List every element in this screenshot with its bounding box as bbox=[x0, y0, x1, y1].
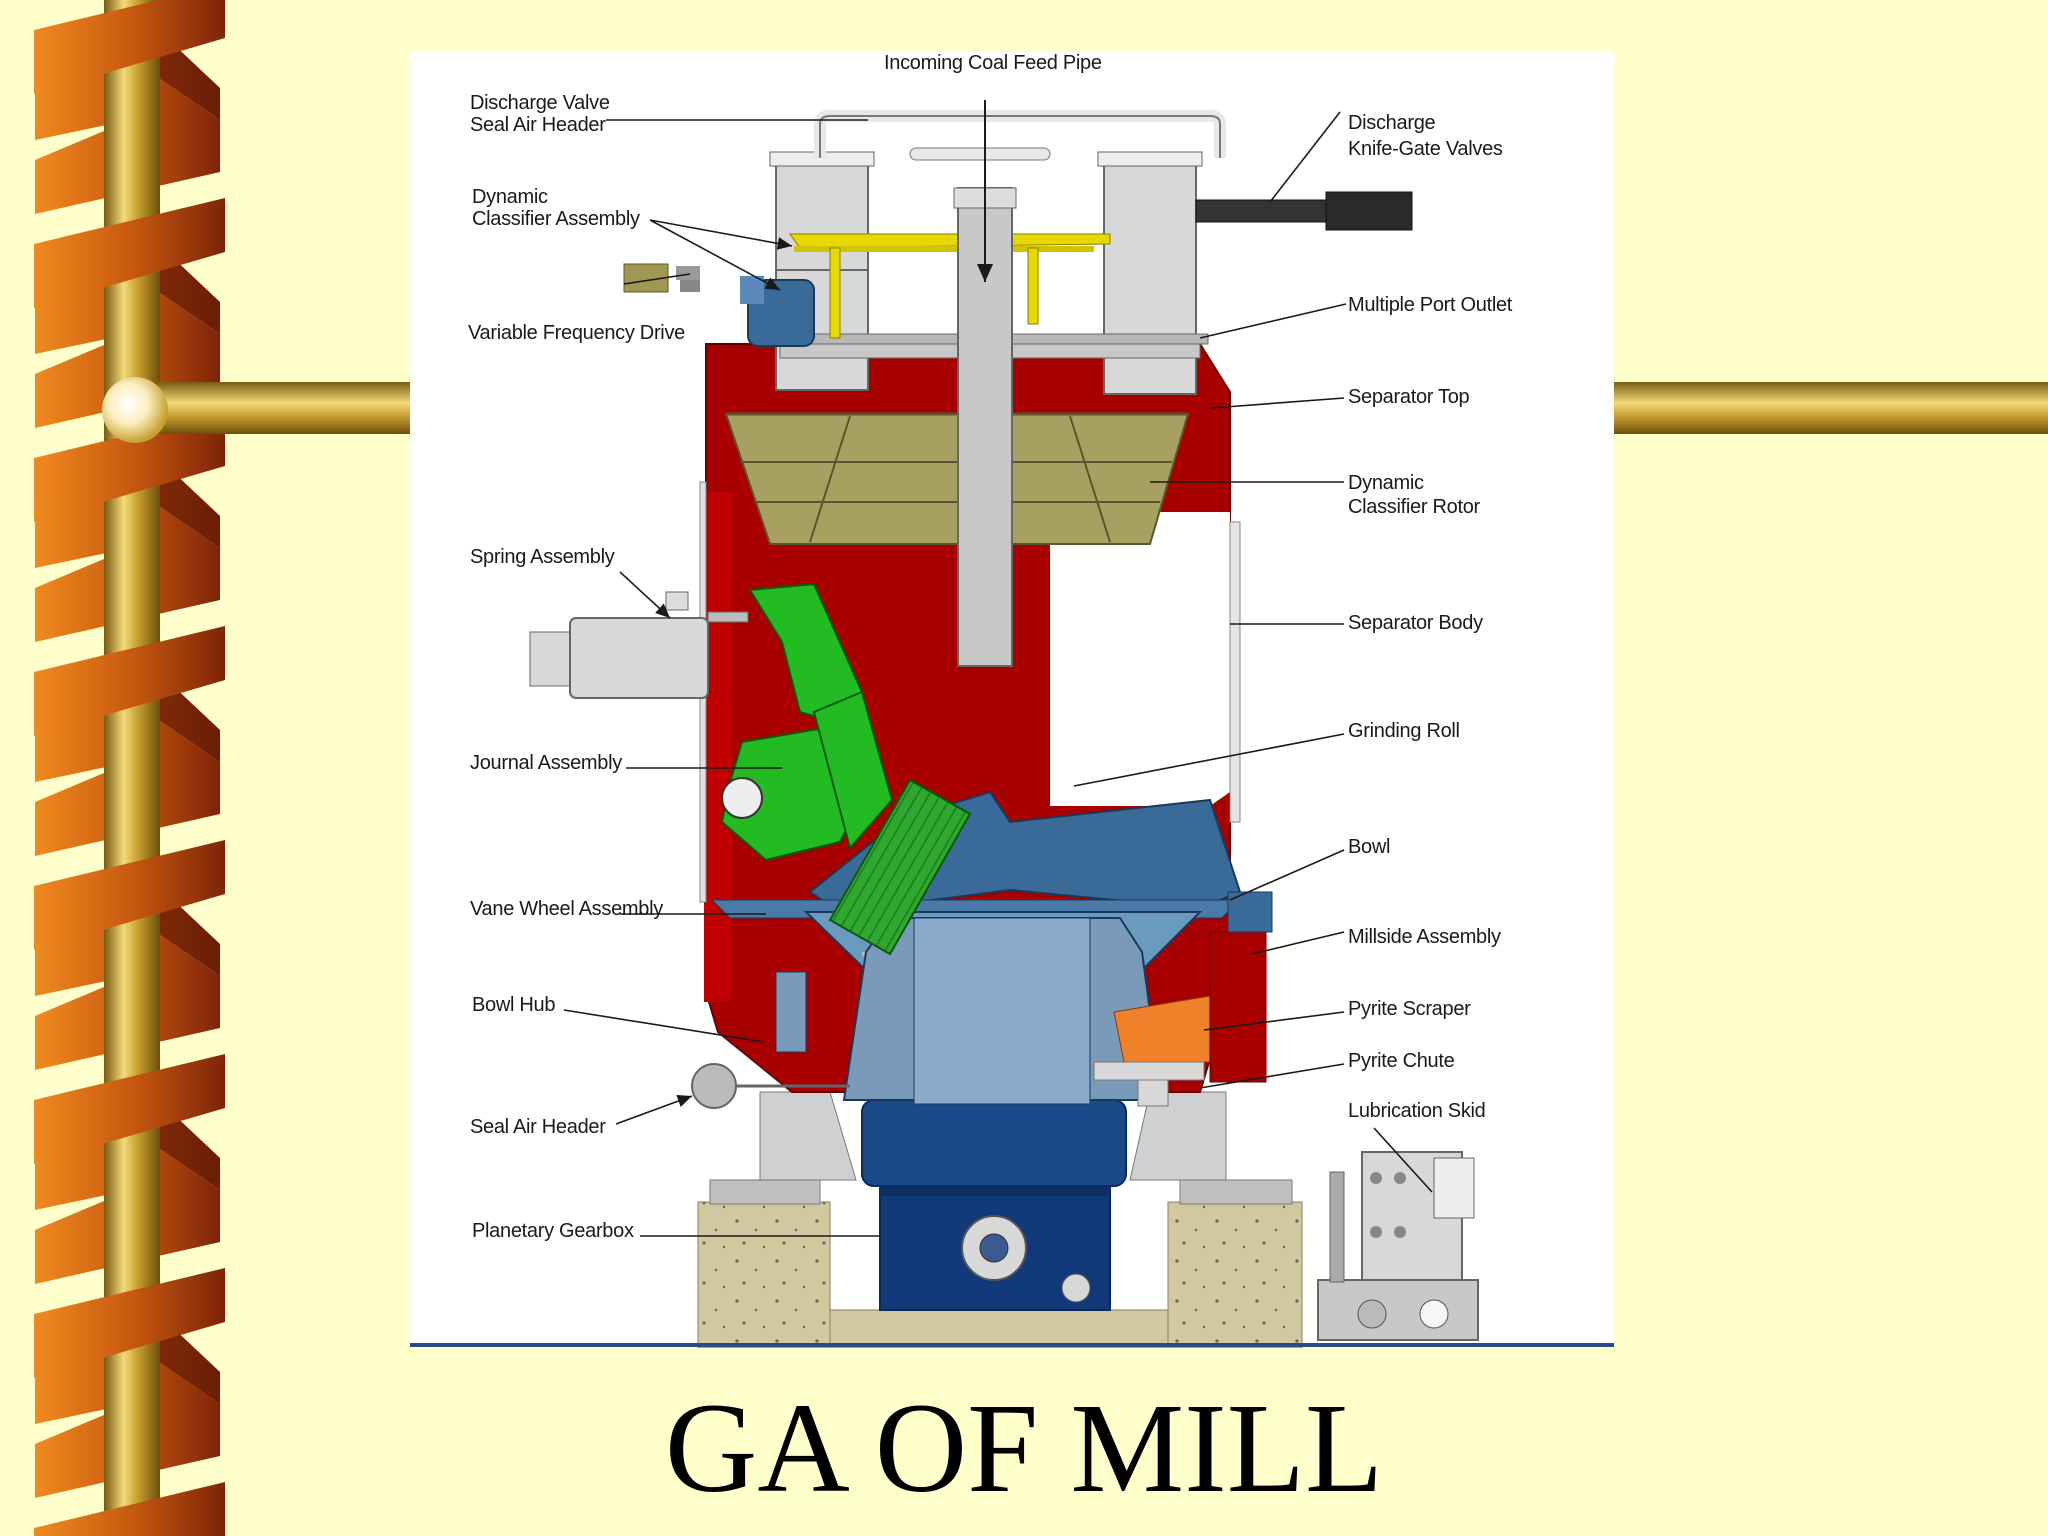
label-discharge-valve: Discharge Valve bbox=[470, 92, 610, 114]
rod-knob bbox=[102, 377, 168, 443]
ribbon-strip bbox=[34, 840, 225, 950]
label-knife-gate-valves: Knife-Gate Valves bbox=[1348, 138, 1503, 160]
ribbon-strip bbox=[34, 198, 225, 308]
label-separator-body: Separator Body bbox=[1348, 612, 1483, 634]
ribbon-strip bbox=[34, 1268, 225, 1378]
label-classifier-rotor: Classifier Rotor bbox=[1348, 496, 1480, 518]
bowl-hub bbox=[775, 917, 1164, 1105]
label-vane-wheel-assembly: Vane Wheel Assembly bbox=[470, 898, 663, 920]
label-bowl-hub: Bowl Hub bbox=[472, 994, 556, 1016]
label-dynamic-classifier: Dynamic bbox=[472, 186, 548, 208]
ribbon-front bbox=[34, 0, 225, 1536]
label-seal-air-header-top: Seal Air Header bbox=[470, 114, 606, 136]
label-millside-assembly: Millside Assembly bbox=[1348, 926, 1501, 948]
mill-diagram: Incoming Coal Feed Pipe Discharge Valve … bbox=[410, 52, 1614, 1348]
label-spring-assembly: Spring Assembly bbox=[470, 546, 615, 568]
label-classifier-assembly: Classifier Assembly bbox=[472, 208, 640, 230]
label-seal-air-header: Seal Air Header bbox=[470, 1116, 606, 1138]
mill-drawing bbox=[410, 100, 1614, 1348]
label-lubrication-skid: Lubrication Skid bbox=[1348, 1100, 1486, 1122]
classifier-drive bbox=[623, 233, 1111, 347]
label-separator-top: Separator Top bbox=[1348, 386, 1470, 408]
spring-assembly bbox=[529, 591, 749, 699]
label-multiple-port-outlet: Multiple Port Outlet bbox=[1348, 294, 1513, 316]
ribbon-strip bbox=[34, 1482, 225, 1536]
label-grinding-roll: Grinding Roll bbox=[1348, 720, 1460, 742]
leader-lines bbox=[563, 111, 1433, 1237]
label-variable-frequency-drive: Variable Frequency Drive bbox=[468, 322, 685, 344]
millside-assembly bbox=[1209, 891, 1273, 1083]
support-legs bbox=[759, 1091, 1227, 1181]
coal-feed-pipe bbox=[953, 100, 1017, 667]
ribbon-strip bbox=[34, 626, 225, 736]
ribbon-strip bbox=[34, 0, 225, 94]
knife-gate-valve-actuator bbox=[1195, 191, 1413, 231]
right-horizontal-rod bbox=[1614, 382, 2048, 434]
journal-assembly bbox=[720, 582, 972, 956]
ribbon-strip bbox=[34, 412, 225, 522]
label-planetary-gearbox: Planetary Gearbox bbox=[472, 1220, 634, 1242]
left-horizontal-rod bbox=[130, 382, 412, 434]
lubrication-skid bbox=[1317, 1151, 1479, 1341]
label-discharge: Discharge bbox=[1348, 112, 1436, 134]
slide-title: GA OF MILL bbox=[664, 1377, 1384, 1519]
planetary-gearbox bbox=[861, 1099, 1127, 1311]
label-journal-assembly: Journal Assembly bbox=[470, 752, 622, 774]
seal-air-header-ball bbox=[691, 1063, 850, 1109]
foundation bbox=[697, 1179, 1303, 1348]
label-bowl: Bowl bbox=[1348, 836, 1391, 858]
label-pyrite-chute: Pyrite Chute bbox=[1348, 1050, 1455, 1072]
pyrite-scraper-and-chute bbox=[1093, 995, 1211, 1107]
label-incoming-coal-feed-pipe: Incoming Coal Feed Pipe bbox=[884, 52, 1102, 74]
label-pyrite-scraper: Pyrite Scraper bbox=[1348, 998, 1471, 1020]
label-dynamic-rotor: Dynamic bbox=[1348, 472, 1424, 494]
ribbon-strip bbox=[34, 1054, 225, 1164]
